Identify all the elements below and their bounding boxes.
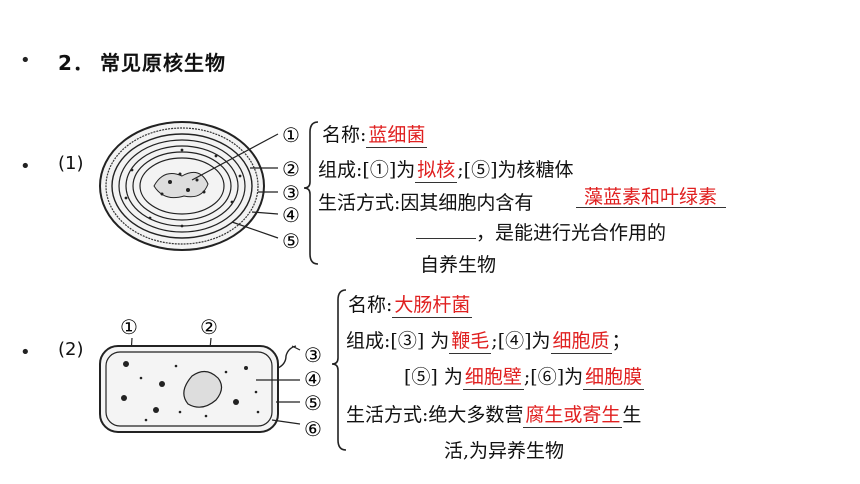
ecoli-marker-1: ① (120, 315, 138, 339)
item2-comp-a1: 鞭毛 (449, 326, 492, 354)
item2-label: (2) (58, 339, 84, 360)
item2-brace (331, 289, 347, 451)
heading-bullet: • (20, 50, 31, 71)
item2-life-answer: 腐生或寄生 (523, 400, 623, 428)
cyano-marker-5: ⑤ (282, 229, 300, 253)
item1-bullet: • (20, 156, 31, 177)
cyano-marker-1: ① (282, 123, 300, 147)
item1-life-cont: ，是能进行光合作用的 (476, 222, 667, 244)
item2-name-label: 名称: (348, 294, 393, 316)
item2-comp-line: 组成:[③] 为鞭毛;[④]为细胞质； (346, 326, 631, 354)
item1-blank (416, 220, 476, 239)
item1-name-answer: 蓝细菌 (366, 120, 428, 148)
item2-comp2-line: [⑤] 为细胞壁;[⑥]为细胞膜 (404, 362, 645, 390)
item2-comp-a2: 细胞质 (550, 326, 612, 354)
cyano-marker-3: ③ (282, 181, 300, 205)
item2-life-pre: 生活方式:绝大多数营 (346, 404, 524, 426)
item1-comp-answer: 拟核 (415, 155, 458, 183)
item2-comp-pre: 组成:[③] 为 (346, 330, 450, 352)
item1-name-label: 名称: (322, 124, 367, 146)
item2-comp2-a1: 细胞壁 (462, 362, 524, 390)
ecoli-marker-6: ⑥ (304, 417, 322, 441)
item2-comp2-pre: [⑤] 为 (404, 366, 463, 388)
item1-life-pre: 生活方式:因其细胞内含有 (318, 192, 534, 214)
item1-label: (1) (58, 153, 84, 174)
item2-bullet: • (20, 342, 31, 363)
item2-comp-end: ； (611, 330, 631, 352)
item2-comp2-a2: 细胞膜 (583, 362, 645, 390)
item1-life-line: 生活方式:因其细胞内含有 (318, 188, 533, 215)
item1-life-underline (576, 207, 726, 208)
item2-name-line: 名称:大肠杆菌 (348, 290, 473, 318)
item1-name-line: 名称:蓝细菌 (322, 120, 428, 148)
item1-life-end: 自养生物 (420, 254, 497, 276)
heading-number: 2． (58, 51, 94, 75)
item2-name-answer: 大肠杆菌 (392, 290, 473, 318)
ecoli-marker-2: ② (200, 315, 218, 339)
item2-life-end: 活,为异养生物 (444, 440, 565, 462)
item2-life-post: 生 (622, 404, 642, 426)
ecoli-diagram: ① ② ③ ④ ⑤ ⑥ (99, 315, 322, 441)
cyano-marker-4: ④ (282, 203, 300, 227)
cyano-marker-2: ② (282, 157, 300, 181)
item1-comp-pre: 组成:[①]为 (318, 159, 416, 181)
item1-comp-post: ;[⑤]为核糖体 (457, 159, 574, 181)
item1-comp-line: 组成:[①]为拟核;[⑤]为核糖体 (318, 155, 573, 183)
item1-life-cont-line: ，是能进行光合作用的 (416, 218, 666, 245)
item2-comp2-mid: ;[⑥]为 (523, 366, 584, 388)
heading-title: 常见原核生物 (100, 51, 226, 75)
item1-life-answer: 藻蓝素和叶绿素 (584, 186, 718, 208)
item2-life-line: 生活方式:绝大多数营腐生或寄生生 (346, 400, 641, 428)
cyanobacteria-diagram: ① ② ③ ④ ⑤ (99, 121, 319, 265)
ecoli-marker-5: ⑤ (304, 391, 322, 415)
item2-comp-mid: ;[④]为 (491, 330, 551, 352)
ecoli-marker-4: ④ (304, 367, 322, 391)
ecoli-marker-3: ③ (304, 343, 322, 367)
